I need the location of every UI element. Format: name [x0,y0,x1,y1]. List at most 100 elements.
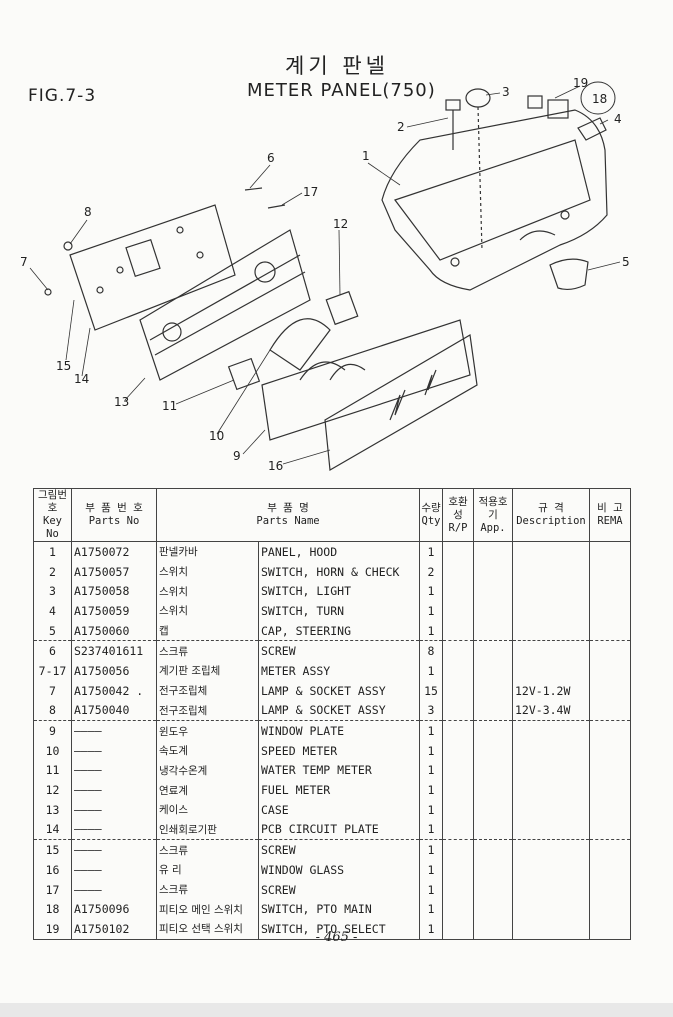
rp-cell [442,561,474,582]
app-cell [473,860,513,880]
app-cell [473,799,513,820]
app-cell [473,839,513,860]
parts-no-cell: ———— [71,879,157,900]
english-name-cell: LAMP & SOCKET ASSY [258,700,420,722]
english-name-cell: WATER TEMP METER [258,760,420,781]
english-name-cell: PANEL, HOOD [258,541,420,562]
callout-7: 7 [20,255,28,269]
remark-cell [589,839,631,860]
case-part [139,229,311,381]
remark-cell [589,640,631,662]
korean-name-cell: 스크류 [156,640,259,662]
window-plate-part [261,319,471,441]
key-no-cell: 17 [33,879,72,900]
lamp-8-part [63,241,73,251]
app-cell [473,581,513,602]
english-name-cell: FUEL METER [258,780,420,800]
app-cell [473,819,513,841]
description-cell [512,541,590,562]
parts-no-cell: A1750096 [71,899,157,920]
callout-8: 8 [84,205,92,219]
steering-cap-part [549,258,589,291]
parts-no-cell: ———— [71,860,157,880]
description-cell [512,581,590,602]
english-name-cell: SWITCH, PTO SELECT [258,919,420,940]
korean-name-cell: 전구조립체 [156,700,259,722]
app-cell [473,620,513,642]
callout-9: 9 [233,449,241,463]
parts-no-cell: A1750042 . [71,680,157,701]
key-no-cell: 4 [33,601,72,621]
rp-cell [442,879,474,900]
remark-cell [589,581,631,602]
rp-cell [442,760,474,781]
korean-name-cell: 윈도우 [156,720,259,741]
qty-cell: 2 [419,561,443,582]
description-cell: 12V-3.4W [512,700,590,722]
key-no-cell: 18 [33,899,72,920]
parts-no-cell: S237401611 [71,640,157,662]
callout-2: 2 [397,120,405,134]
rp-cell [442,819,474,841]
key-no-cell: 10 [33,740,72,761]
english-name-cell: CAP, STEERING [258,620,420,642]
description-cell [512,640,590,662]
window-glass-part [324,334,478,471]
qty-cell: 8 [419,640,443,662]
callout-10: 10 [209,429,224,443]
parts-no-cell: ———— [71,760,157,781]
pto-main-switch-part [547,99,569,119]
qty-cell: 1 [419,879,443,900]
remark-cell [589,879,631,900]
callout-14: 14 [74,372,89,386]
key-no-cell: 12 [33,780,72,800]
parts-no-cell: ———— [71,780,157,800]
exploded-diagram: 1 2 3 4 5 6 7 8 10 11 12 13 14 15 16 17 … [20,76,630,473]
english-name-cell: SWITCH, TURN [258,601,420,621]
qty-cell: 1 [419,740,443,761]
rp-cell [442,640,474,662]
parts-no-cell: A1750060 [71,620,157,642]
rp-cell [442,700,474,722]
app-cell [473,700,513,722]
remark-cell [589,700,631,722]
app-cell [473,640,513,662]
remark-cell [589,860,631,880]
lamp-7-part [44,288,52,296]
callout-5: 5 [622,255,630,269]
korean-name-cell: 속도계 [156,740,259,761]
qty-cell: 1 [419,860,443,880]
callout-4: 4 [614,112,622,126]
description-cell [512,799,590,820]
app-cell [473,720,513,741]
english-name-cell: WINDOW PLATE [258,720,420,741]
rp-cell [442,780,474,800]
rp-cell [442,839,474,860]
remark-cell [589,620,631,642]
korean-name-cell: 캡 [156,620,259,642]
callout-13: 13 [114,395,129,409]
app-cell [473,899,513,920]
key-no-cell: 3 [33,581,72,602]
korean-name-cell: 스위치 [156,601,259,621]
qty-cell: 1 [419,601,443,621]
qty-cell: 1 [419,899,443,920]
korean-name-cell: 인쇄회로기판 [156,819,259,841]
panel-hood-part [381,109,608,291]
korean-name-cell: 스위치 [156,581,259,602]
rp-cell [442,899,474,920]
key-no-cell: 16 [33,860,72,880]
key-no-cell: 7-17 [33,661,72,681]
app-cell [473,879,513,900]
korean-name-cell: 케이스 [156,799,259,820]
